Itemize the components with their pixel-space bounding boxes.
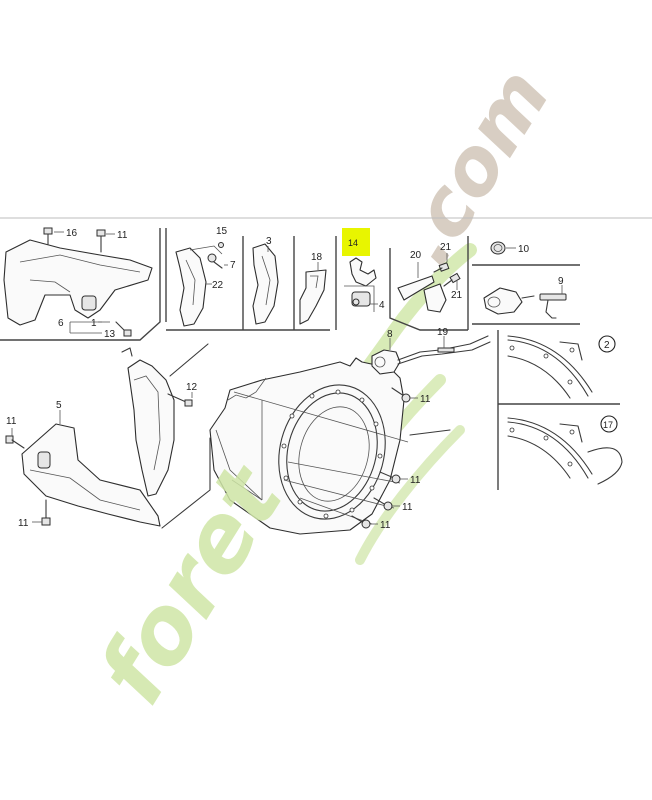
callout-10: 10 [518, 244, 530, 255]
callout-11-shroud-mid: 11 [410, 475, 421, 486]
callout-11: 11 [117, 230, 128, 241]
variant-labels: 2 17 [598, 335, 618, 433]
callout-16: 16 [66, 228, 78, 239]
shroud-bolts [351, 387, 418, 529]
panel-switch-20 [389, 236, 469, 331]
callout-15: 15 [216, 226, 228, 237]
callout-19: 19 [437, 327, 449, 338]
callout-1: 1 [91, 318, 97, 329]
callout-21-bottom: 21 [451, 290, 463, 301]
variant-2-circle [598, 335, 616, 353]
callout-14[interactable]: 14 [348, 238, 358, 248]
panel-clip-14 [342, 228, 378, 312]
callout-20: 20 [410, 250, 422, 261]
callout-8: 8 [387, 329, 393, 340]
callout-13: 13 [104, 329, 116, 340]
callout-21-top: 21 [440, 242, 452, 253]
fan-shroud [209, 357, 451, 535]
callout-9: 9 [558, 276, 564, 287]
connector-8 [371, 335, 491, 375]
callout-22: 22 [212, 280, 224, 291]
callout-11-left: 11 [6, 416, 17, 427]
callout-labels: 16 11 6 1 13 15 7 22 3 18 14 4 20 21 21 … [6, 226, 564, 531]
inner-cover-12 [121, 343, 211, 529]
panel-knob-10 [472, 241, 580, 325]
callout-11-shroud-low: 11 [402, 502, 413, 513]
highlight-box-14 [342, 228, 370, 256]
callout-12: 12 [186, 382, 198, 393]
callout-5: 5 [56, 400, 62, 411]
variant-2-label: 2 [604, 340, 610, 351]
panel-bracket [0, 227, 167, 341]
variant-17-circle [600, 415, 618, 433]
callout-11-shroud-bottom: 11 [380, 520, 391, 531]
callout-18: 18 [311, 252, 323, 263]
watermark-stroke [355, 425, 465, 565]
callout-11-shroud-top: 11 [420, 394, 431, 405]
variant-17-label: 17 [603, 420, 613, 430]
lower-cover-5 [5, 410, 161, 527]
callout-3: 3 [266, 236, 272, 247]
callout-6: 6 [58, 318, 64, 329]
variant-insets [497, 330, 623, 490]
callout-7: 7 [230, 260, 236, 271]
callout-4: 4 [379, 300, 385, 311]
panel-plate-22 [166, 236, 337, 331]
callout-11-bottom-left: 11 [18, 518, 29, 529]
